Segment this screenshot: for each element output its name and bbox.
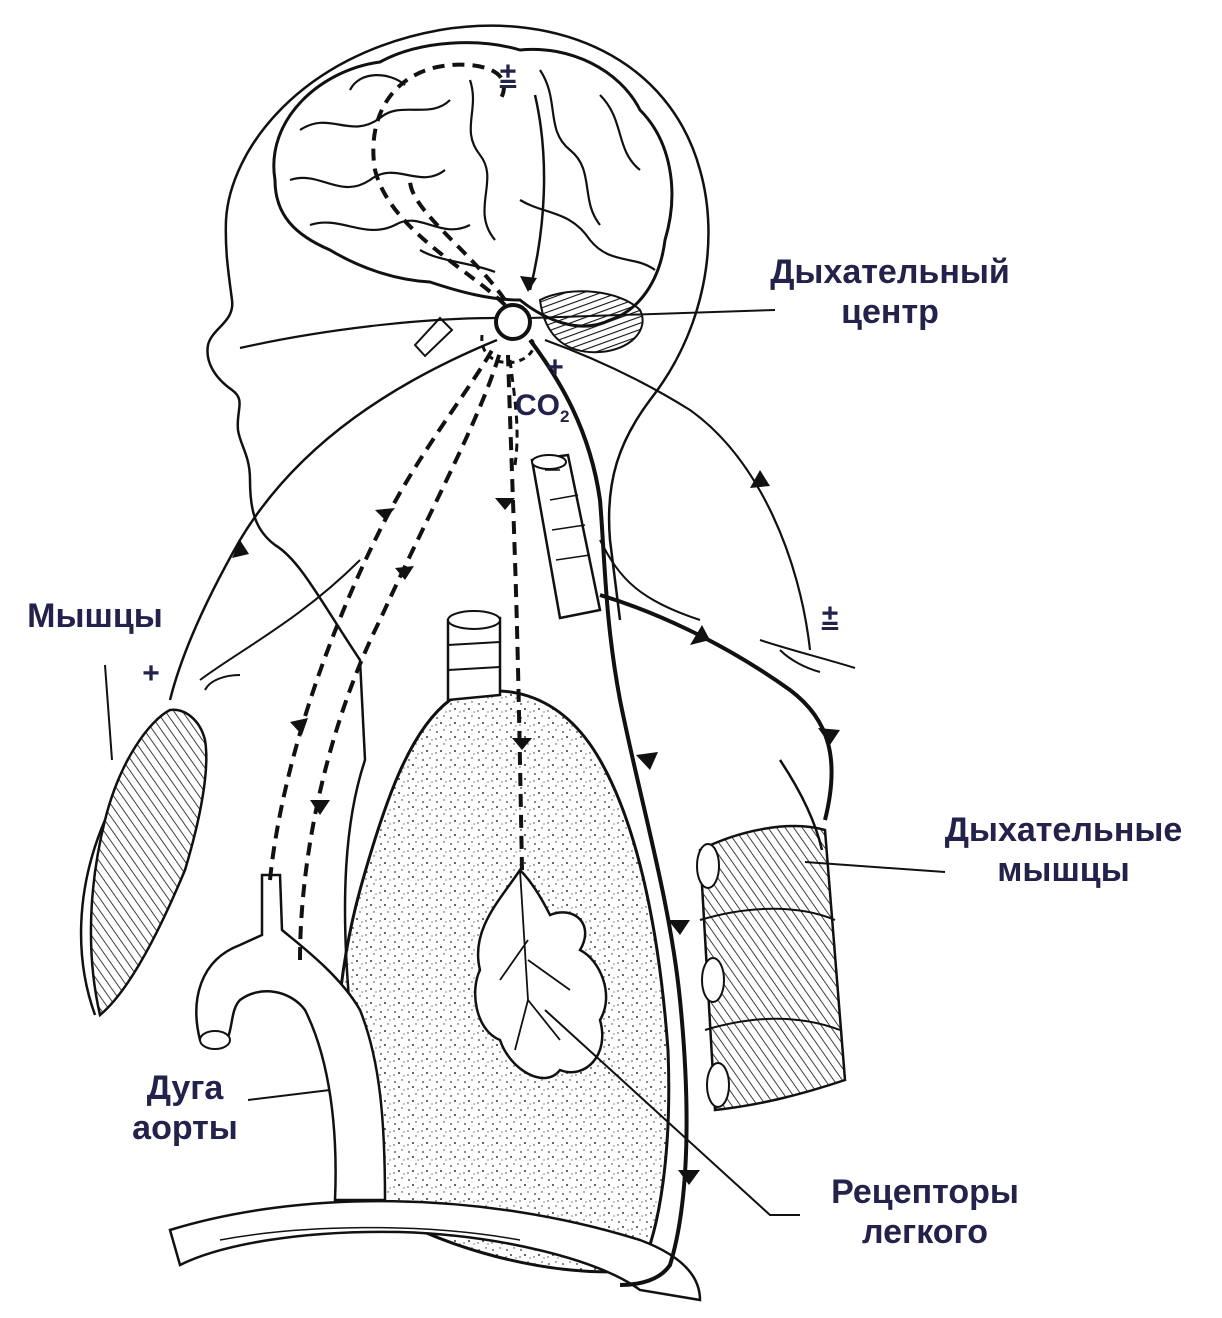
co2-subscript: 2 (560, 407, 569, 426)
label-lung-receptors-line2: легкого (795, 1212, 1055, 1252)
label-respiratory-center: Дыхательный центр (740, 252, 1040, 332)
label-respiratory-muscles-line2: мышцы (905, 850, 1222, 890)
label-respiratory-muscles-line1: Дыхательные (905, 810, 1222, 850)
label-respiratory-center-line1: Дыхательный (740, 252, 1040, 292)
leader-muscles (105, 665, 112, 760)
trachea (532, 455, 600, 618)
leader-aortic-arch (248, 1090, 330, 1100)
label-lung-receptors: Рецепторы легкого (795, 1172, 1055, 1252)
label-aortic-arch: Дуга аорты (110, 1068, 260, 1148)
sign-chemoreceptor: + (540, 352, 570, 384)
main-bronchus (448, 611, 500, 700)
label-lung-receptors-line1: Рецепторы (795, 1172, 1055, 1212)
respiratory-muscles-block (697, 760, 845, 1110)
label-muscles: Мышцы (0, 596, 190, 636)
skeletal-muscle (91, 710, 206, 1015)
label-aortic-arch-line2: аорты (110, 1108, 260, 1148)
sign-muscle-input: + (136, 658, 166, 690)
label-aortic-arch-line1: Дуга (110, 1068, 260, 1108)
label-respiratory-muscles: Дыхательные мышцы (905, 810, 1222, 890)
sign-intercostal: ± (812, 600, 848, 632)
respiratory-center-node (496, 305, 530, 339)
co2-text: CO (515, 389, 560, 422)
label-co2: CO2 (515, 386, 595, 437)
sign-cortex: ± (490, 58, 526, 90)
label-respiratory-center-line2: центр (740, 292, 1040, 332)
